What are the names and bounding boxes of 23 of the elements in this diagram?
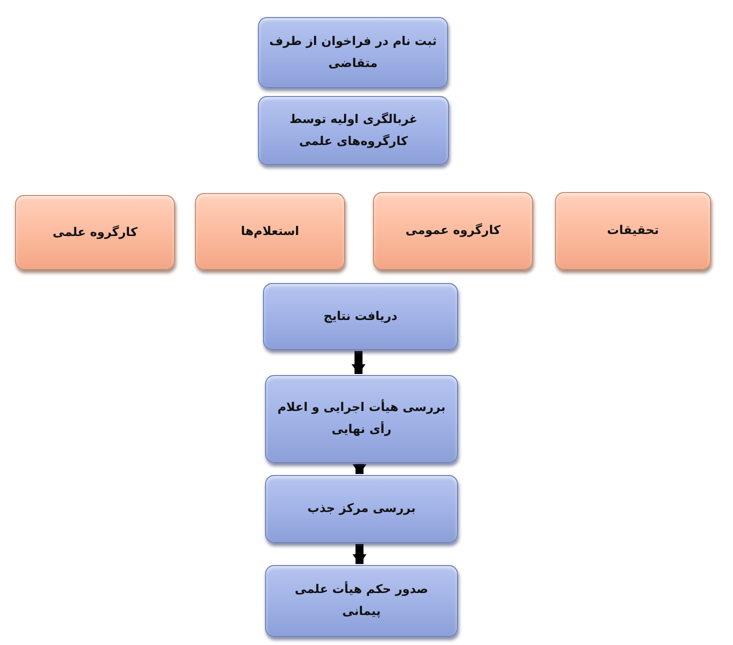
process-box	[555, 192, 711, 270]
box-text: بررسی هیأت اجرایی و اعلام رأی نهایی	[276, 398, 446, 438]
process-box	[258, 17, 448, 88]
box-text: تحقیقات	[607, 222, 659, 240]
box-text: غربالگری اولیه توسط کارگروه‌های علمی	[288, 110, 418, 150]
box-text: بررسی مرکز جذب	[307, 500, 416, 518]
box-text: استعلام‌ها	[240, 222, 300, 240]
process-box	[265, 565, 458, 637]
box-text: ثبت نام در فراخوان از طرف متقاضی	[268, 32, 438, 72]
box-text: صدور حکم هیأت علمی پیمانی	[294, 580, 430, 620]
arrow	[352, 351, 366, 374]
process-box	[373, 192, 533, 270]
process-box	[265, 375, 458, 463]
process-box	[195, 193, 345, 270]
process-box	[263, 283, 458, 350]
arrow	[352, 464, 366, 474]
process-box	[15, 195, 175, 270]
process-box	[265, 475, 458, 543]
box-text: دریافت نتایج	[324, 308, 398, 325]
process-box	[258, 96, 449, 165]
box-text: کارگروه عمومی	[406, 222, 500, 240]
box-text: کارگروه علمی	[52, 224, 138, 241]
arrow	[352, 544, 366, 564]
